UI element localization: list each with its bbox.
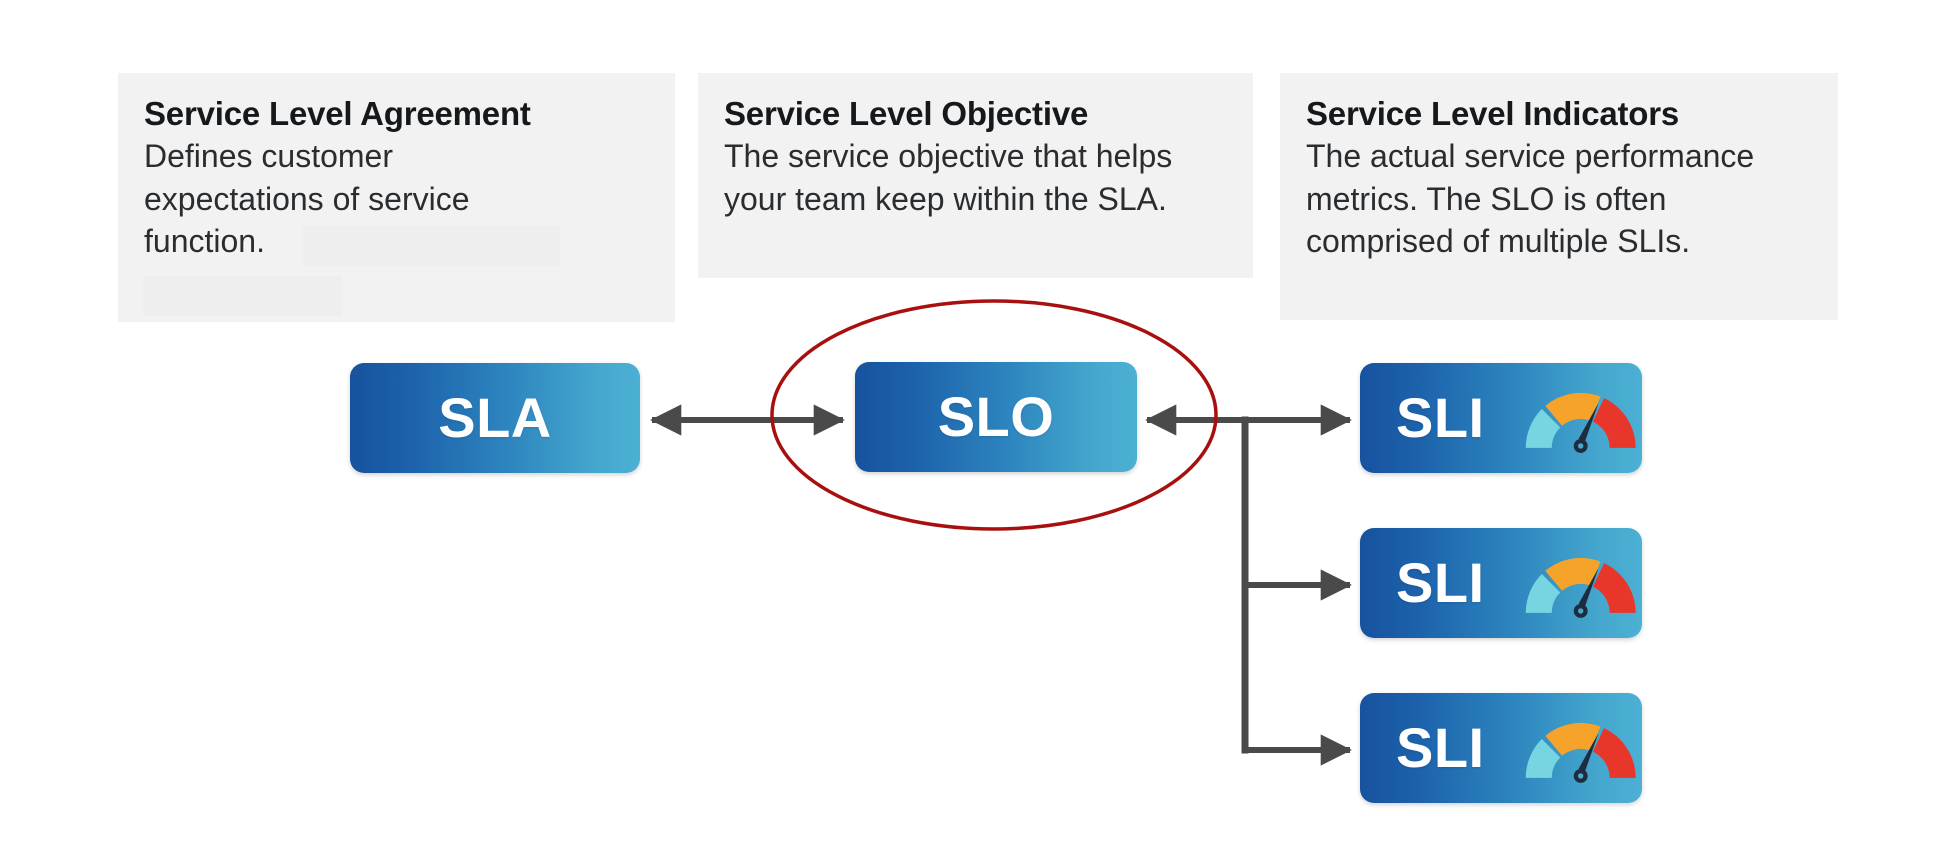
node-sla[interactable]: SLA [350, 363, 640, 473]
node-sli-1[interactable]: SLI [1360, 363, 1642, 473]
node-slo[interactable]: SLO [855, 362, 1137, 472]
node-slo-label: SLO [937, 385, 1055, 448]
gauge-icon [1525, 392, 1636, 453]
node-sli-2[interactable]: SLI [1360, 528, 1642, 638]
gauge-icon [1525, 557, 1636, 618]
info-card-slo-body: The service objective that helps your te… [724, 138, 1173, 217]
redacted-block [303, 226, 560, 266]
info-card-sli-title: Service Level Indicators [1306, 95, 1680, 132]
info-card-slo-title: Service Level Objective [724, 95, 1089, 132]
node-sli-3-label: SLI [1396, 716, 1485, 779]
info-card-sli-body: The actual service performance metrics. … [1306, 138, 1755, 260]
gauge-icon [1525, 722, 1636, 783]
node-sli-1-label: SLI [1396, 386, 1485, 449]
node-sli-3[interactable]: SLI [1360, 693, 1642, 803]
info-card-slo: Service Level Objective The service obje… [698, 73, 1253, 278]
info-card-sla-body: Defines customer expectations of service… [144, 138, 470, 260]
info-card-sli: Service Level Indicators The actual serv… [1280, 73, 1838, 320]
info-card-sla-title: Service Level Agreement [144, 95, 531, 132]
redacted-block [143, 276, 342, 316]
node-sli-2-label: SLI [1396, 551, 1485, 614]
info-card-sla: Service Level Agreement Defines customer… [118, 73, 675, 322]
node-sla-label: SLA [438, 386, 552, 449]
